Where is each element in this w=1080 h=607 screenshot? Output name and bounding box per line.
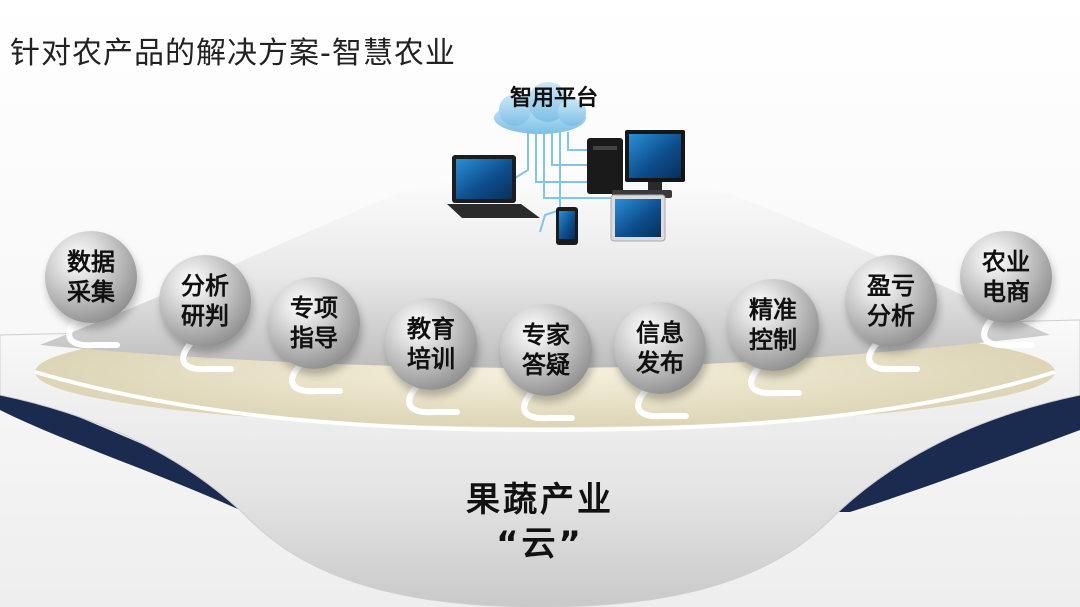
sphere-stem (406, 383, 460, 416)
sphere-training: 教育 培训 (385, 298, 477, 390)
sphere-label: 数据 采集 (67, 248, 115, 306)
sphere-info-release: 信息 发布 (614, 302, 706, 394)
sphere-stems (66, 316, 1035, 422)
laptop-icon (447, 155, 540, 218)
sphere-ecommerce: 农业 电商 (960, 231, 1052, 323)
sphere-label: 盈亏 分析 (867, 272, 915, 330)
network-lines (514, 132, 612, 233)
sphere-guidance: 专项 指导 (268, 277, 360, 369)
industry-cloud-label: 果蔬产业 “云” (466, 480, 614, 565)
desktop-computer-icon (587, 130, 685, 198)
page-title: 针对农产品的解决方案-智慧农业 (10, 36, 456, 71)
sphere-data-collection: 数据 采集 (45, 231, 137, 323)
sphere-stem (635, 387, 689, 420)
sphere-expert-qa: 专家 答疑 (500, 304, 592, 396)
sphere-label: 教育 培训 (407, 315, 455, 373)
sphere-profit-analysis: 盈亏 分析 (845, 255, 937, 347)
sphere-precise-control: 精准 控制 (727, 279, 819, 371)
platform-cloud-icon (494, 82, 586, 134)
platform-label: 智用平台 (509, 86, 598, 111)
sphere-stem (521, 389, 575, 422)
sphere-stem (180, 340, 234, 373)
sphere-stem (289, 362, 343, 395)
tray-rim (34, 370, 1056, 433)
sphere-label: 分析 研判 (181, 272, 229, 330)
sphere-label: 专家 答疑 (522, 321, 570, 379)
sphere-stem (866, 340, 920, 373)
sphere-analysis: 分析 研判 (159, 255, 251, 347)
sphere-label: 信息 发布 (636, 319, 684, 377)
sphere-label: 专项 指导 (290, 294, 338, 352)
sphere-stem (66, 316, 120, 349)
phone-icon (556, 207, 578, 245)
sphere-label: 农业 电商 (982, 248, 1030, 306)
sphere-label: 精准 控制 (749, 296, 797, 354)
tablet-icon (610, 194, 666, 242)
right-wing-shape (770, 375, 1080, 512)
sphere-stem (748, 364, 802, 397)
sphere-stem (981, 316, 1035, 349)
